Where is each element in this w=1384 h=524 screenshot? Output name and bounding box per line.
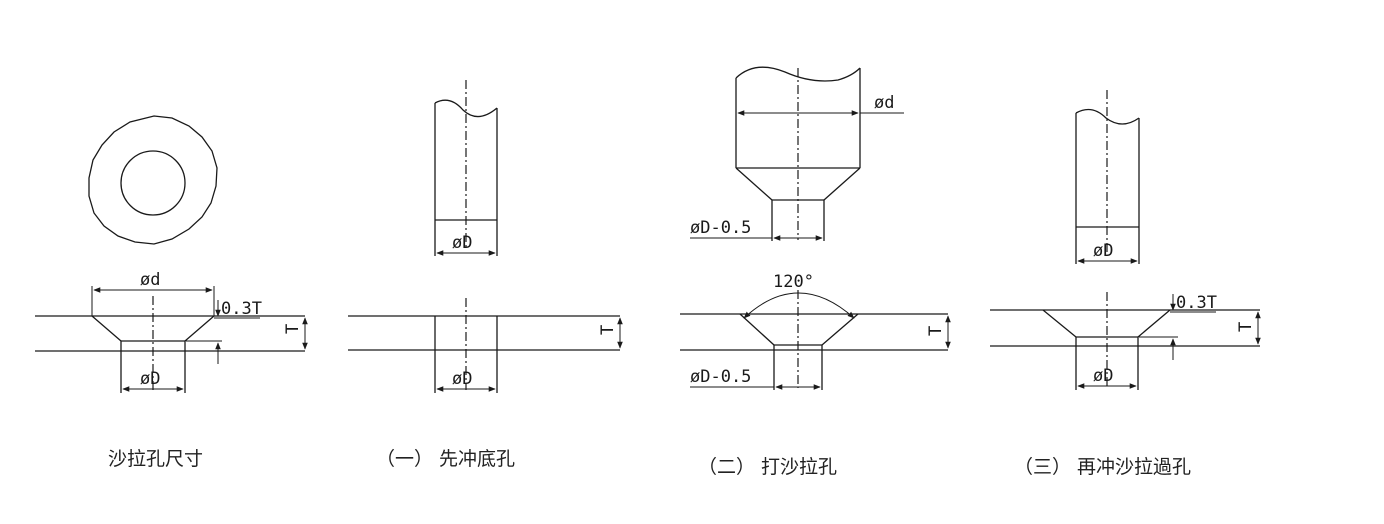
punch-phi-D-label: øD	[452, 233, 472, 253]
angle-arc	[743, 292, 855, 319]
tool-cone-left	[735, 167, 773, 201]
punch-break-line	[434, 99, 498, 118]
cone-right	[184, 315, 215, 342]
sink-depth-label: 0.3T	[221, 299, 262, 319]
sink-hole-label: øD-0.5	[690, 367, 751, 387]
sink-cone-right	[821, 313, 859, 346]
thickness-label: T	[1236, 322, 1256, 332]
thickness-label: T	[598, 325, 618, 335]
angle-label: 120°	[773, 272, 814, 292]
tool-tip-label: øD-0.5	[690, 218, 751, 238]
figure-punch-through-hole: øD øD 0.3T T	[990, 90, 1261, 390]
thickness-label: T	[283, 324, 303, 334]
caption-step-3: （三） 再冲沙拉過孔	[1014, 456, 1192, 478]
tool-cone-right	[823, 167, 861, 201]
thickness-label: T	[926, 326, 946, 336]
figure-countersink-dimensions: ød øD 0.3T T	[35, 115, 308, 393]
figure-countersink-tool: ød øD-0.5 120° øD-0.5 T	[680, 66, 951, 390]
punch-break-line	[1075, 108, 1140, 125]
top-view-outer-ring	[88, 115, 218, 245]
top-view-inner-hole	[120, 150, 186, 216]
caption-step-1: （一） 先冲底孔	[376, 448, 516, 470]
caption-countersink-size: 沙拉孔尺寸	[108, 448, 204, 470]
tool-phi-d-label: ød	[874, 93, 894, 113]
punch-phi-D-label: øD	[1093, 241, 1113, 261]
sink-cone-left	[739, 313, 775, 346]
hole-phi-D-label: øD	[1093, 366, 1113, 386]
hole-phi-D-label: øD	[452, 369, 472, 389]
cone-right	[1137, 309, 1171, 338]
cone-left	[91, 315, 122, 342]
phi-d-label: ød	[140, 270, 160, 290]
sink-depth-label: 0.3T	[1176, 293, 1217, 313]
phi-D-label: øD	[140, 369, 160, 389]
caption-step-2: （二） 打沙拉孔	[698, 456, 838, 478]
cone-left	[1042, 309, 1077, 338]
tool-break-line	[735, 66, 861, 82]
figure-punch-bottom-hole: øD øD T	[348, 80, 623, 393]
